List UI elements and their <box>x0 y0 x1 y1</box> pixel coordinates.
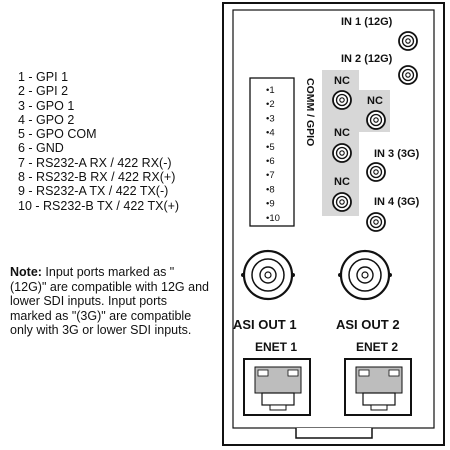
bnc-connectors <box>332 31 418 232</box>
asi-out-2-label: ASI OUT 2 <box>336 317 400 332</box>
comm-gpio-connector <box>249 77 295 227</box>
pin-number: •9 <box>266 199 275 210</box>
in4-label: IN 4 (3G) <box>374 196 420 208</box>
bnc-in4-connector <box>366 212 386 232</box>
in2-label: IN 2 (12G) <box>341 53 393 65</box>
pin-legend-item: 4 - GPO 2 <box>18 112 75 127</box>
pin-legend-item: 9 - RS232-A TX / 422 TX(-) <box>18 184 169 199</box>
bnc-nc-connector <box>366 110 386 130</box>
pin-number: •2 <box>266 99 275 110</box>
pin-number: •3 <box>266 113 275 124</box>
in3-label: IN 3 (3G) <box>374 148 420 160</box>
pin-number: •5 <box>266 142 275 153</box>
nc-label: NC <box>334 75 350 87</box>
pin-number: •10 <box>266 213 280 224</box>
pin-legend-item: 3 - GPO 1 <box>18 98 75 113</box>
pin-legend-item: 2 - GPI 2 <box>18 84 69 99</box>
asi-out-2-connector <box>338 249 392 301</box>
nc-label: NC <box>334 127 350 139</box>
pin-legend-item: 8 - RS232-B RX / 422 RX(+) <box>18 170 176 185</box>
enet-2-port <box>344 358 412 416</box>
nc-label: NC <box>367 95 383 107</box>
comm-gpio-label: COMM / GPIO <box>304 78 316 146</box>
pin-legend-item: 6 - GND <box>18 141 64 156</box>
nc-label: NC <box>334 176 350 188</box>
pin-number: •4 <box>266 128 275 139</box>
enet-1-port <box>243 358 311 416</box>
pin-legend-item: 7 - RS232-A RX / 422 RX(-) <box>18 155 172 170</box>
compatibility-note: Note: Input ports marked as "(12G)" are … <box>10 265 210 338</box>
asi-out-1-label: ASI OUT 1 <box>233 317 297 332</box>
pin-number: •8 <box>266 184 275 195</box>
bnc-in2-connector <box>398 65 418 85</box>
activity-led-icon <box>287 369 299 377</box>
pin-number: •7 <box>266 170 275 181</box>
bnc-in3-connector <box>366 162 386 182</box>
note-body: Input ports marked as "(12G)" are compat… <box>10 265 209 338</box>
bnc-nc-connector <box>332 192 352 212</box>
bnc-in1-connector <box>398 31 418 51</box>
bnc-nc-connector <box>332 90 352 110</box>
note-heading: Note: <box>10 265 42 279</box>
pin-legend-item: 5 - GPO COM <box>18 127 97 142</box>
enet-2-label: ENET 2 <box>356 340 398 354</box>
pin-legend-item: 1 - GPI 1 <box>18 70 69 84</box>
bnc-nc-connector <box>332 143 352 163</box>
enet-1-label: ENET 1 <box>255 340 297 354</box>
link-led-icon <box>257 369 269 377</box>
pin-number: •1 <box>266 85 275 96</box>
link-led-icon <box>358 369 370 377</box>
asi-out-1-connector <box>241 249 295 301</box>
pin-legend-item: 10 - RS232-B TX / 422 TX(+) <box>18 198 180 213</box>
in1-label: IN 1 (12G) <box>341 16 393 28</box>
panel-tab <box>295 428 373 439</box>
pin-legend: 1 - GPI 1 2 - GPI 2 3 - GPO 1 4 - GPO 2 … <box>18 70 179 213</box>
pin-number: •6 <box>266 156 275 167</box>
activity-led-icon <box>388 369 400 377</box>
